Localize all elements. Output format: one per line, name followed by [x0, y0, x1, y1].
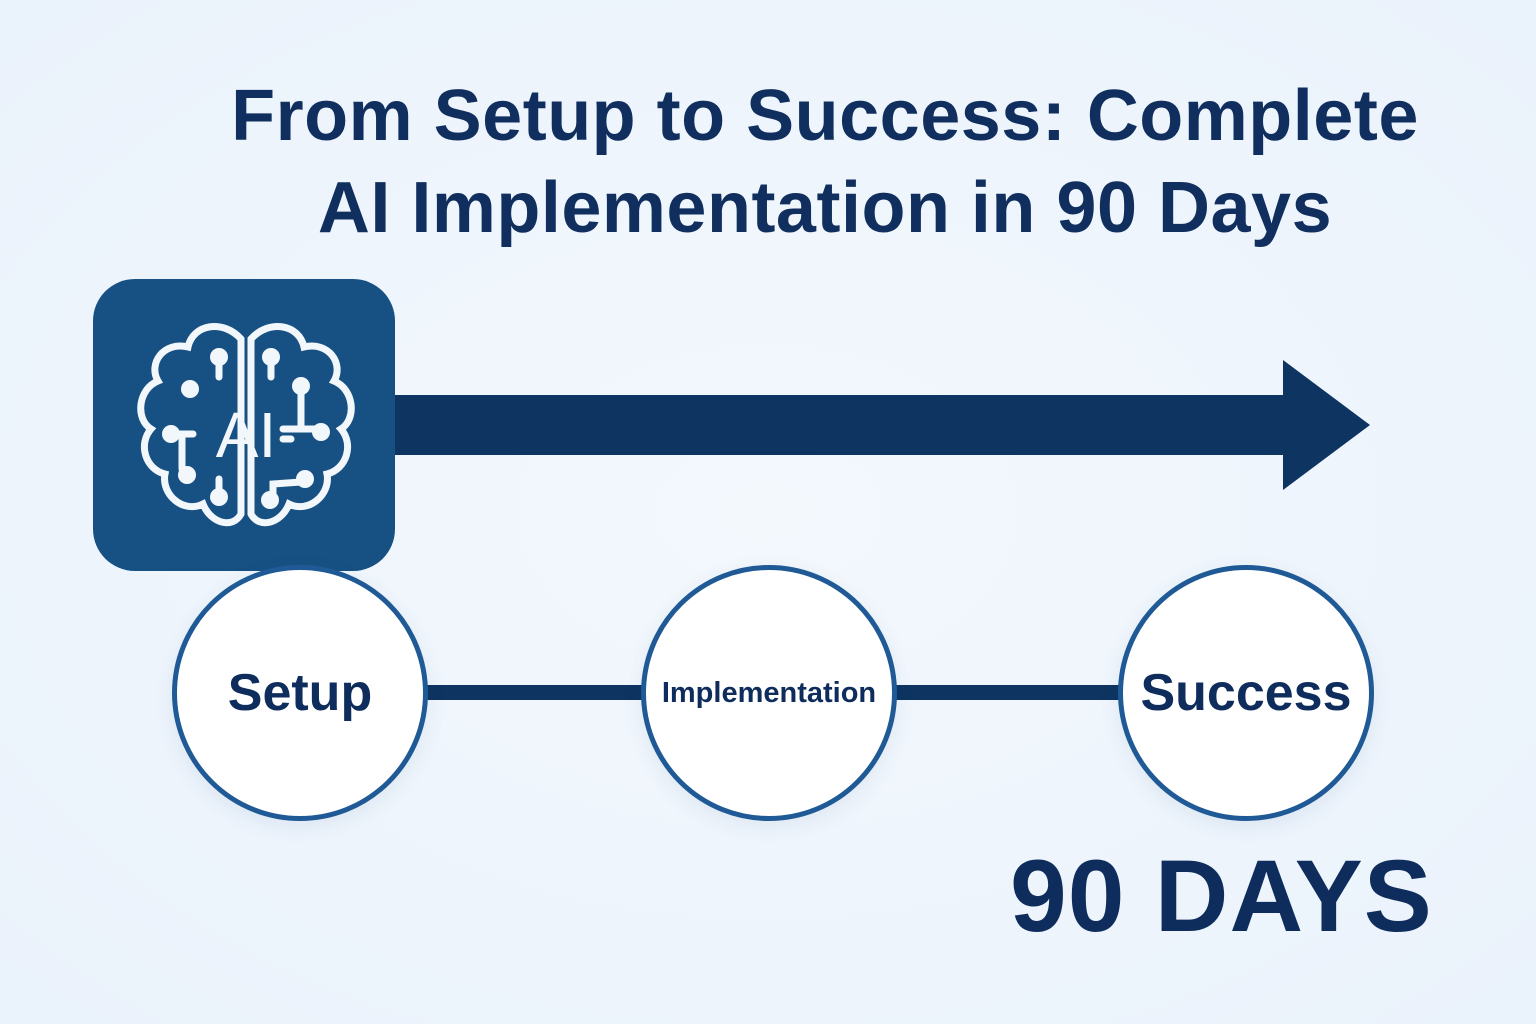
title-line-1: From Setup to Success: Complete	[231, 76, 1419, 156]
stage-label: Implementation	[661, 676, 877, 709]
brain-circuit-icon: AI	[137, 323, 355, 527]
stage-implementation: Implementation	[641, 565, 897, 821]
page-title: From Setup to Success: Complete AI Imple…	[120, 70, 1530, 254]
ai-logo: AI	[93, 279, 395, 571]
stage-label: Setup	[227, 664, 373, 722]
logo-text: AI	[216, 399, 276, 471]
stage-setup: Setup	[172, 565, 428, 821]
stage-success: Success	[1118, 565, 1374, 821]
timeline-arrow	[395, 360, 1370, 490]
title-line-2: AI Implementation in 90 Days	[317, 168, 1333, 248]
duration-label: 90 DAYS	[1010, 839, 1433, 953]
stage-label: Success	[1140, 664, 1352, 722]
